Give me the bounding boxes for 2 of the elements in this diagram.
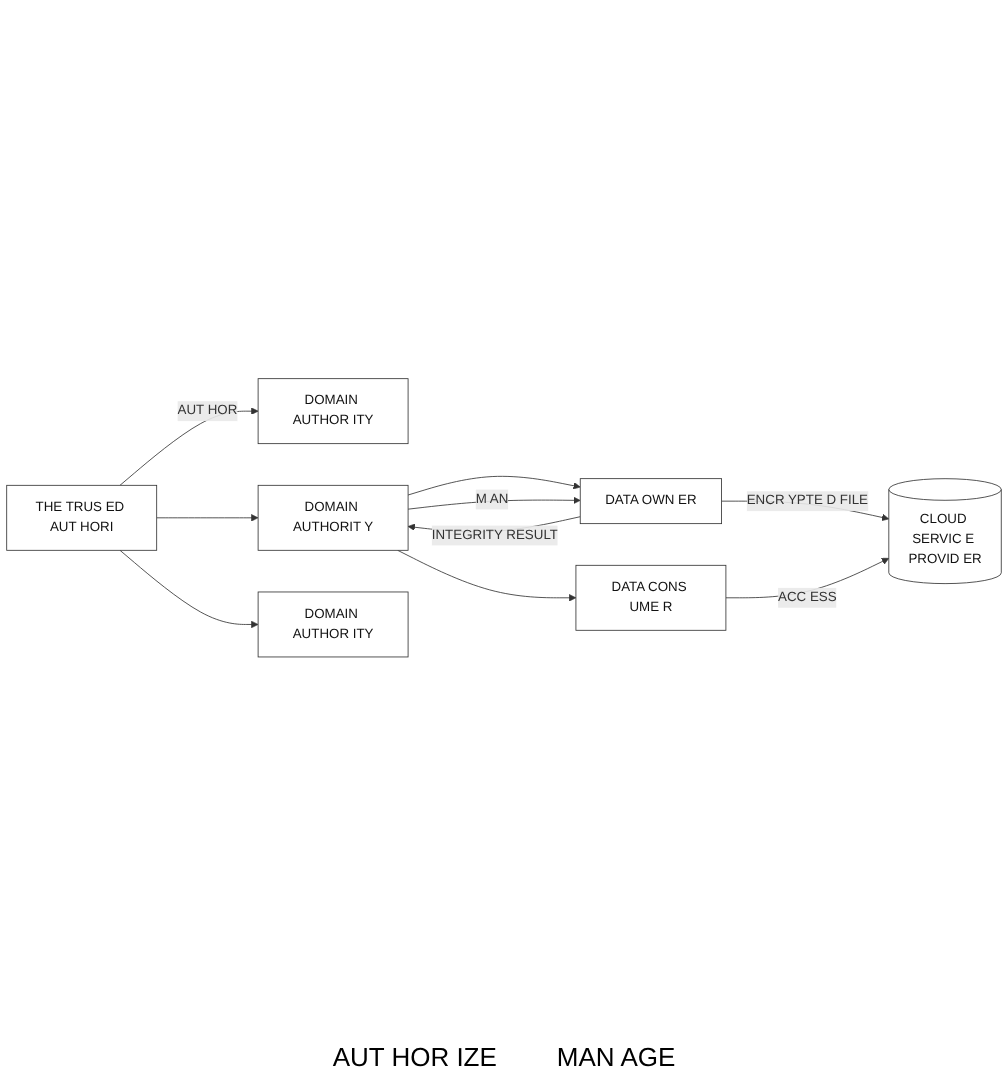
note-text: AUT HOR IZE: [332, 1042, 497, 1072]
note-text: MAN AGE: [556, 1042, 676, 1072]
